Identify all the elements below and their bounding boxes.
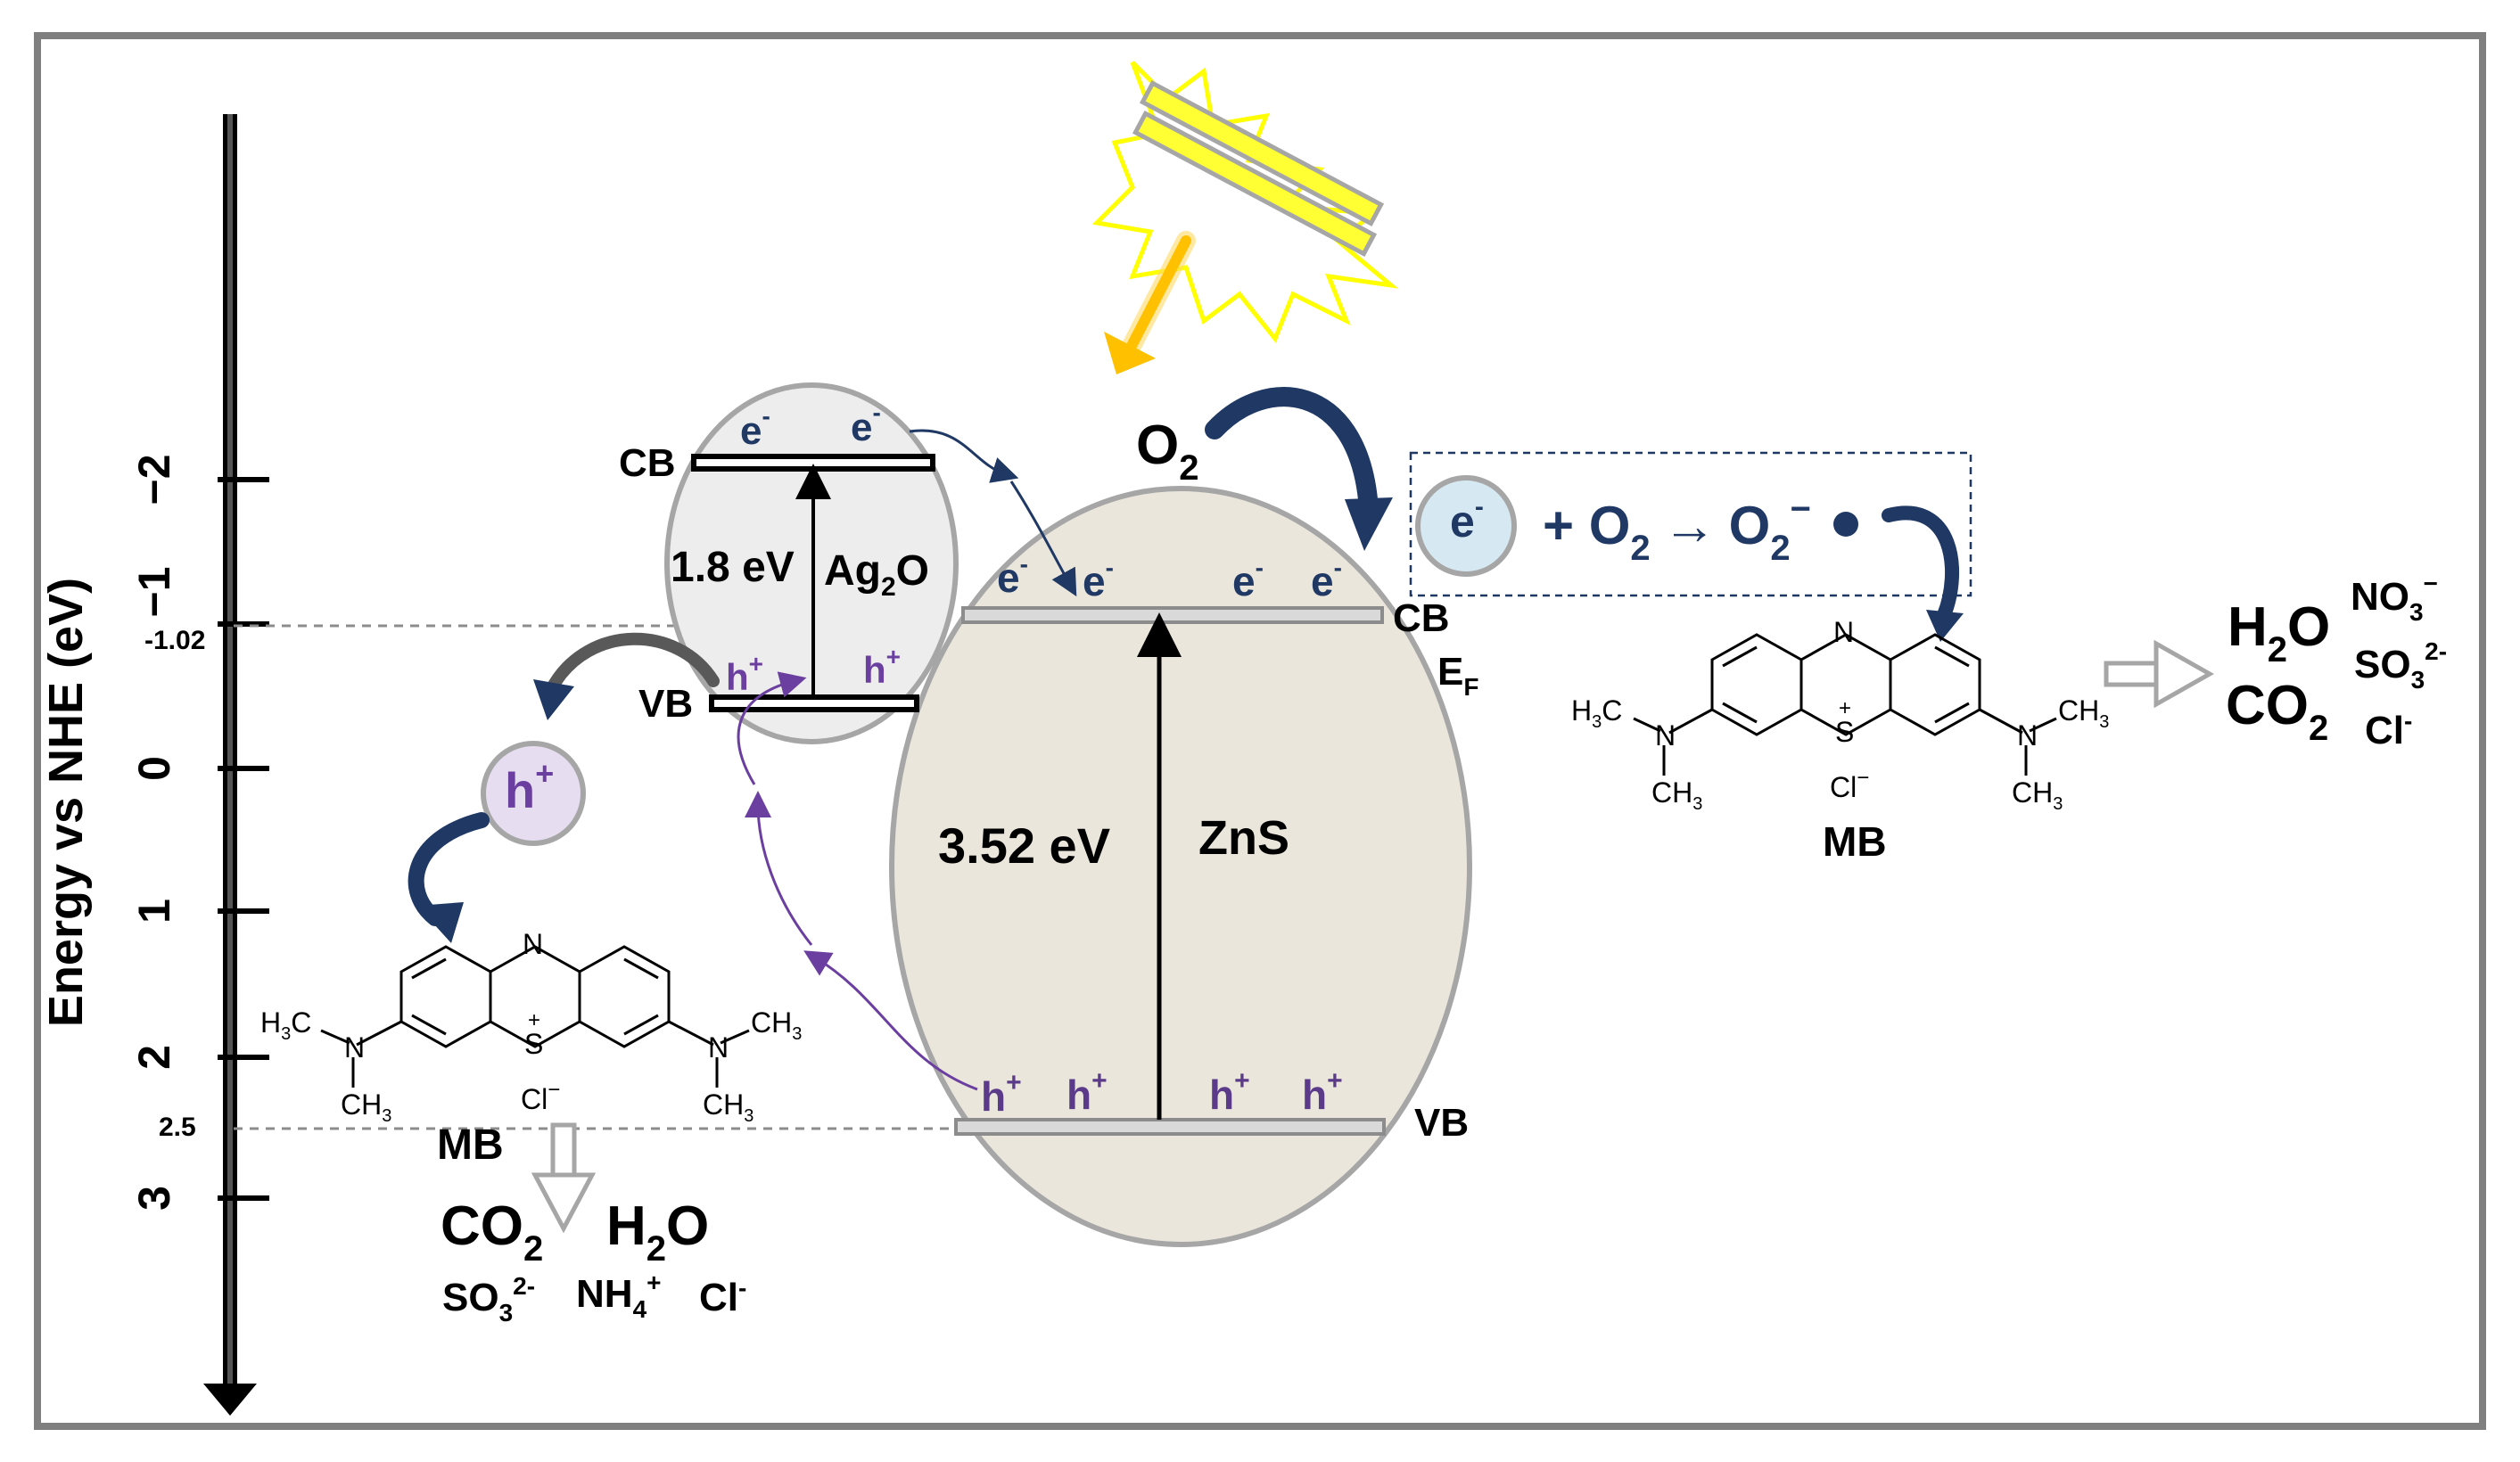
radical-dot-icon	[1833, 512, 1858, 537]
electron-bubble	[1415, 475, 1517, 577]
bubble-electron: e-	[1450, 492, 1484, 546]
right-product-cl: Cl-	[2365, 707, 2412, 752]
ag2o-electron-2: e-	[851, 398, 881, 449]
mb-right-counter-ion: Cl−	[1830, 766, 1869, 803]
zns-valence-band	[954, 1118, 1386, 1136]
mb-left-ch3-b: CH3	[751, 1006, 802, 1044]
light-ray-arrow-icon	[1104, 231, 1196, 374]
tick-label-1: 1	[129, 899, 179, 924]
ag2o-bandgap: 1.8 eV	[671, 544, 795, 591]
hole-release-arrowhead-icon	[533, 679, 574, 720]
zns-electron-3: e-	[1232, 554, 1264, 604]
tick-label-2: 2	[129, 1045, 179, 1070]
hole-bubble	[481, 741, 586, 846]
degradation-arrow-right	[2104, 639, 2215, 709]
zns-bandgap: 3.52 eV	[938, 817, 1110, 874]
zns-electron-4: e-	[1311, 554, 1342, 604]
zns-vb-label: VB	[1414, 1101, 1469, 1145]
left-product-co2: CO2	[441, 1195, 543, 1269]
right-product-h2o: H2O	[2228, 596, 2330, 669]
energy-axis: −2 −1 0 1 2 3 Energy vs NHE (eV) -1.02 2…	[39, 114, 269, 1416]
tick-label-neg2: −2	[129, 454, 179, 505]
ag2o-hole-1: h+	[726, 650, 763, 698]
zns-hole-3: h+	[1209, 1066, 1250, 1118]
hole-transfer-arrow-2	[745, 791, 813, 946]
oxygen-label: O2	[1136, 415, 1198, 488]
marker-vb-level: 2.5	[159, 1113, 196, 1142]
hole-transfer-arrow	[803, 950, 978, 1091]
ag2o-label: Ag2O	[824, 547, 929, 602]
left-product-h2o: H2O	[606, 1195, 709, 1269]
mb-left-n-top: N	[523, 928, 543, 960]
zns-conduction-band	[961, 606, 1384, 624]
mb-left-ch3-c: CH3	[703, 1088, 754, 1126]
zns-electron-2: e-	[1083, 554, 1114, 604]
mb-right-ch3-a: CH3	[1651, 776, 1702, 814]
zns-hole-4: h+	[1302, 1066, 1343, 1118]
mb-left-ch3-a: CH3	[341, 1088, 391, 1126]
zns-cb-label: CB	[1393, 596, 1450, 640]
mb-right-h3c: H3C	[1571, 694, 1622, 732]
mb-left-n-left: N	[344, 1031, 365, 1064]
mb-right-n-right: N	[2017, 719, 2038, 752]
mb-right-ch3-c: CH3	[2012, 776, 2063, 814]
mb-right-plus: +	[1839, 696, 1851, 720]
superoxide-reaction: + O2→O2−	[1543, 489, 1811, 568]
zns-hole-2: h+	[1066, 1066, 1108, 1118]
zns-electron-1: e-	[997, 550, 1028, 601]
axis-title: Energy vs NHE (eV)	[39, 578, 93, 1027]
left-product-so3: SO32-	[442, 1272, 535, 1326]
mb-right-s: S	[1835, 716, 1854, 748]
radical-arrowhead-icon	[1926, 610, 1964, 642]
ag2o-conduction-band	[691, 454, 935, 472]
reaction-box	[1409, 451, 1972, 597]
ag2o-cb-label: CB	[619, 441, 676, 485]
ag2o-hole-2: h+	[863, 643, 901, 691]
fermi-level-label: EF	[1437, 650, 1478, 701]
ag2o-vb-label: VB	[638, 682, 693, 726]
tick-label-0: 0	[129, 756, 179, 781]
left-product-nh4: NH4+	[576, 1269, 662, 1323]
mb-right-n-top: N	[1833, 616, 1854, 648]
zns-hole-1: h+	[981, 1068, 1022, 1120]
oxygen-reduction-arrow	[1205, 387, 1378, 509]
mb-left-plus: +	[528, 1008, 540, 1032]
ag2o-electron-1: e-	[740, 402, 770, 453]
mb-right-ch3-b: CH3	[2058, 694, 2109, 732]
mb-left-s: S	[524, 1028, 543, 1060]
hole-transfer-arrow-3	[737, 671, 807, 785]
mb-right-n-left: N	[1655, 719, 1676, 752]
tick-label-neg1: −1	[129, 566, 179, 617]
electron-transfer-arrow-2	[1009, 480, 1077, 597]
tick-label-3: 3	[129, 1186, 179, 1211]
left-product-cl: Cl-	[699, 1274, 746, 1319]
mb-molecule-left	[320, 945, 750, 1088]
radical-attack-arrow	[1882, 505, 1959, 622]
mb-left-n-right: N	[708, 1031, 729, 1064]
mb-left-h3c: H3C	[260, 1006, 311, 1044]
hole-attack-arrowhead-icon	[417, 902, 464, 943]
degradation-arrow-left	[531, 1122, 597, 1234]
hole-release-arrow	[547, 632, 720, 693]
mb-molecule-right	[1633, 633, 2057, 776]
right-product-co2: CO2	[2226, 675, 2328, 748]
marker-cb-level: -1.02	[144, 626, 205, 655]
ag2o-valence-band	[709, 694, 919, 712]
zns-particle	[889, 486, 1472, 1247]
electron-transfer-arrow	[909, 429, 1019, 483]
mb-left-counter-ion: Cl−	[521, 1078, 560, 1115]
mb-left-label: MB	[437, 1121, 504, 1169]
oxygen-arrowhead-icon	[1345, 497, 1393, 551]
hole-bubble-label: h+	[505, 755, 554, 818]
mb-right-label: MB	[1823, 818, 1887, 865]
right-product-no3: NO3−	[2351, 570, 2438, 626]
axis-arrowhead-icon	[203, 1384, 257, 1416]
zns-label: ZnS	[1198, 811, 1289, 865]
right-product-so3: SO32-	[2354, 637, 2447, 694]
